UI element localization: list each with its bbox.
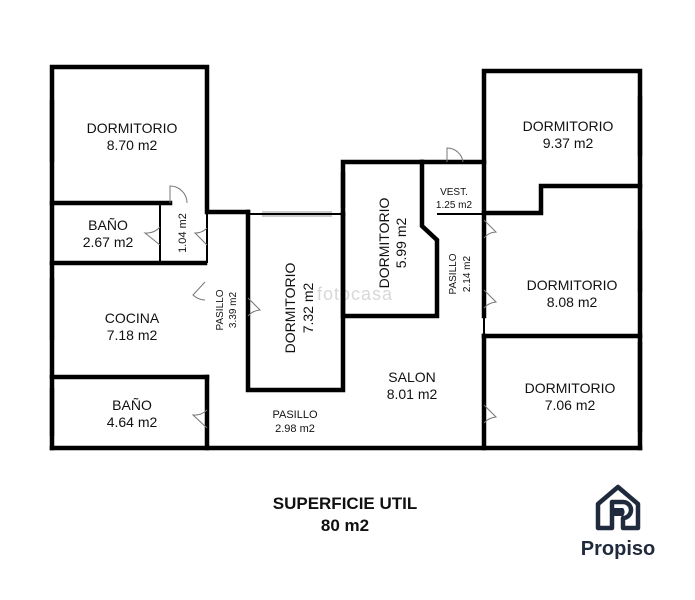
room-name: DORMITORIO: [376, 198, 392, 289]
room-dormitorio-mid: DORMITORIO 7.32 m2: [282, 263, 316, 354]
room-name: DORMITORIO: [87, 120, 178, 136]
room-area: 2.98 m2: [275, 423, 315, 435]
surface-summary: SUPERFICIE UTIL 80 m2: [205, 493, 485, 537]
room-pasillo-left: PASILLO 3.39 m2: [215, 289, 239, 330]
room-area: 1.04 m2: [177, 213, 189, 253]
brand-name: Propiso: [580, 538, 656, 560]
room-name: BAÑO: [88, 217, 128, 233]
room-area: 2.14 m2: [462, 255, 473, 292]
room-cocina: COCINA 7.18 m2: [105, 310, 160, 343]
room-name: SALON: [388, 369, 435, 385]
room-bano-top: BAÑO 2.67 m2: [83, 217, 134, 250]
summary-total: 80 m2: [320, 516, 370, 535]
room-dormitorio-center: DORMITORIO 5.99 m2: [376, 198, 409, 289]
room-name: DORMITORIO: [523, 118, 614, 134]
room-name: VEST.: [440, 187, 468, 198]
room-name: DORMITORIO: [282, 263, 298, 354]
room-salon: SALON 8.01 m2: [387, 369, 438, 402]
room-area: 9.37 m2: [543, 135, 594, 151]
room-dormitorio-tr: DORMITORIO 9.37 m2: [523, 118, 614, 151]
summary-title: SUPERFICIE UTIL: [272, 494, 418, 513]
room-area: 3.39 m2: [228, 291, 239, 328]
room-area: 2.67 m2: [83, 234, 134, 250]
room-pasillo-bottom: PASILLO 2.98 m2: [272, 409, 317, 435]
room-area: 8.08 m2: [547, 294, 598, 310]
room-dormitorio-r2: DORMITORIO 8.08 m2: [527, 277, 618, 310]
room-area: 8.01 m2: [387, 386, 438, 402]
brand-logo: Propiso: [568, 482, 668, 561]
room-name: DORMITORIO: [525, 380, 616, 396]
room-area: 1.25 m2: [436, 200, 473, 211]
room-vest: VEST. 1.25 m2: [436, 187, 473, 211]
room-bano-bottom: BAÑO 4.64 m2: [107, 397, 158, 430]
room-area: 7.18 m2: [107, 327, 158, 343]
room-area: 7.32 m2: [300, 282, 316, 333]
room-area: 5.99 m2: [393, 217, 409, 268]
room-name: PASILLO: [215, 289, 226, 330]
room-closet: 1.04 m2: [177, 213, 189, 253]
propiso-logo-icon: [595, 484, 641, 531]
room-dormitorio-tl: DORMITORIO 8.70 m2: [87, 120, 178, 153]
room-name: PASILLO: [272, 409, 317, 421]
room-area: 4.64 m2: [107, 414, 158, 430]
room-pasillo-right: PASILLO 2.14 m2: [448, 253, 473, 294]
room-name: DORMITORIO: [527, 277, 618, 293]
room-name: PASILLO: [448, 253, 459, 294]
walls: [49, 64, 643, 451]
room-name: BAÑO: [112, 397, 152, 413]
room-area: 7.06 m2: [545, 397, 596, 413]
room-dormitorio-r3: DORMITORIO 7.06 m2: [525, 380, 616, 413]
room-area: 8.70 m2: [107, 137, 158, 153]
room-name: COCINA: [105, 310, 160, 326]
watermark: fotocasa: [317, 284, 393, 304]
doors: [143, 147, 498, 429]
